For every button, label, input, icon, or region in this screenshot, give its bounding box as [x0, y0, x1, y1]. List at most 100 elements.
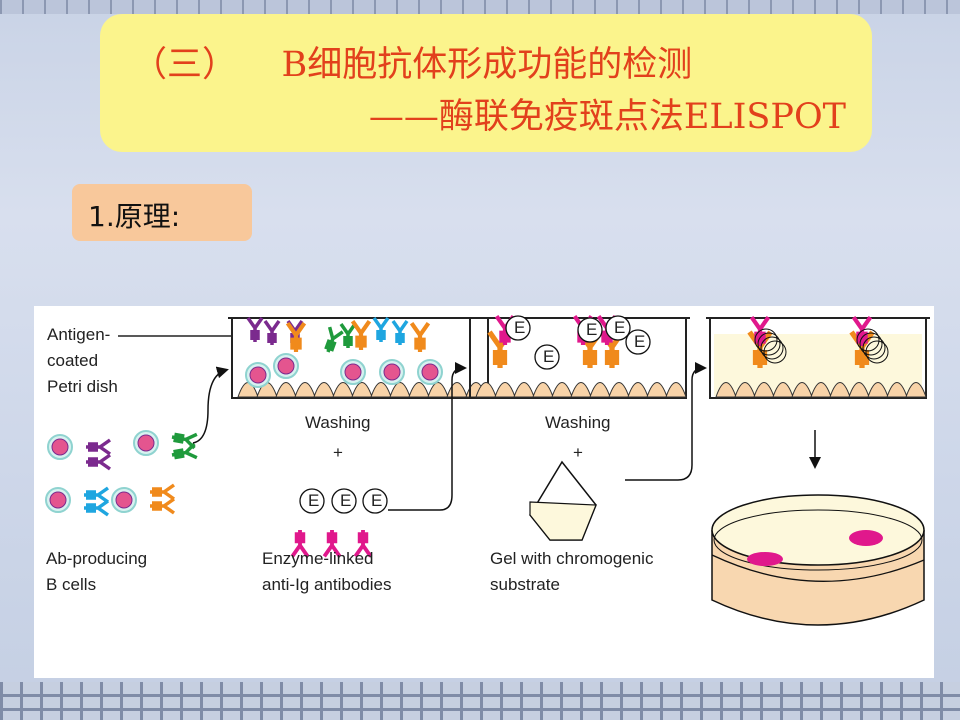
- result-dish-inner: [713, 509, 923, 571]
- antibody-stroke: [171, 432, 198, 450]
- spot-1: [849, 530, 883, 546]
- enzyme-letter: E: [543, 347, 554, 366]
- antibody-stroke: [84, 486, 110, 504]
- antibody-icon: [171, 442, 198, 460]
- antibody-icon: [285, 321, 307, 352]
- enzyme-icon: [505, 315, 531, 341]
- antibody-stroke: [246, 316, 264, 342]
- antigen-bump: [589, 382, 611, 398]
- antibody-stroke: [409, 321, 431, 352]
- antibody-stroke: [86, 438, 112, 456]
- antibody-icon: [290, 530, 310, 558]
- enzyme-icon: [625, 329, 651, 355]
- antibody-icon: [246, 316, 264, 342]
- enzyme-icon: [299, 488, 325, 514]
- enzyme-label-2: anti-Ig antibodies: [262, 575, 391, 594]
- antigen-bump: [905, 382, 927, 398]
- petri-dishes: [228, 317, 930, 399]
- b-cell-nucleus: [51, 438, 69, 456]
- antigen-bump: [532, 382, 554, 398]
- antibody-stroke: [324, 326, 344, 353]
- enzyme-cluster-icon: [763, 340, 787, 364]
- antibody-stroke: [372, 316, 390, 342]
- antigen-bump: [570, 382, 592, 398]
- antigen-bump: [513, 382, 535, 398]
- antigen-bump: [408, 382, 430, 398]
- gel-label-1: Gel with chromogenic: [490, 549, 654, 568]
- petri-label-3: Petri dish: [47, 377, 118, 396]
- enzyme-letter: E: [614, 318, 625, 337]
- antigen-bump: [551, 382, 573, 398]
- antibody-stroke: [350, 319, 372, 350]
- decorative-bottom-border: [0, 682, 960, 720]
- antibody-stroke: [150, 483, 176, 501]
- b-cell-nucleus: [421, 363, 439, 381]
- petri-label-2: coated: [47, 351, 98, 370]
- antibody-stroke: [339, 322, 357, 348]
- antibody-stroke: [322, 530, 342, 558]
- title-line-2: ——酶联免疫斑点法ELISPOT: [368, 97, 846, 137]
- antibody-stroke: [263, 319, 281, 345]
- antigen-bump: [608, 382, 630, 398]
- arrow-to-dish-3: [625, 362, 707, 481]
- antibody-icon: [409, 321, 431, 352]
- plus-sign-2: +: [573, 443, 583, 462]
- enzyme-icon: [362, 488, 388, 514]
- antibody-icon: [339, 322, 357, 348]
- enzyme-letter: E: [340, 491, 351, 510]
- enzyme-cluster-icon: [859, 332, 883, 356]
- b-cell-nucleus: [249, 366, 267, 384]
- arrow-to-dish-2: [388, 362, 467, 511]
- antibody-stroke: [285, 321, 307, 352]
- enzyme-cluster-icon: [754, 328, 778, 352]
- antibody-stroke: [150, 497, 176, 515]
- antigen-bump: [665, 382, 687, 398]
- antibody-icon: [350, 319, 372, 350]
- antibody-icon: [86, 438, 112, 456]
- antibody-icon: [372, 316, 390, 342]
- b-cells-label-2: B cells: [46, 575, 96, 594]
- petri-dish-outline: [228, 317, 492, 399]
- spot-2: [747, 552, 783, 566]
- antibody-icon: [353, 530, 373, 558]
- arrow-to-dish-1: [192, 366, 229, 444]
- antigen-bump: [627, 382, 649, 398]
- antibody-icon: [391, 319, 409, 345]
- b-cell-nucleus: [49, 491, 67, 509]
- antibody-icon: [263, 319, 281, 345]
- antibody-stroke: [391, 319, 409, 345]
- title-box: （三） B细胞抗体形成功能的检测 ——酶联免疫斑点法ELISPOT: [100, 14, 872, 152]
- antibody-icon: [324, 326, 344, 353]
- antibody-stroke: [290, 530, 310, 558]
- enzyme-letter: E: [371, 491, 382, 510]
- enzyme-cluster-icon: [760, 336, 784, 360]
- gel-liquid: [529, 501, 597, 541]
- b-cell-nucleus: [137, 434, 155, 452]
- antibody-icon: [84, 486, 110, 504]
- antigen-bump: [294, 382, 316, 398]
- b-cells-label-1: Ab-producing: [46, 549, 147, 568]
- enzyme-cluster-icon: [865, 340, 889, 364]
- antigen-bump: [446, 382, 468, 398]
- antigen-bump: [275, 382, 297, 398]
- antibody-stroke: [84, 499, 110, 517]
- enzyme-icon: [605, 315, 631, 341]
- antibody-icon: [171, 432, 198, 450]
- antibody-icon: [322, 530, 342, 558]
- b-cell-nucleus: [115, 491, 133, 509]
- enzyme-cluster-icon: [757, 332, 781, 356]
- enzyme-label-1: Enzyme-linked: [262, 549, 374, 568]
- enzyme-icon: [577, 317, 603, 343]
- enzyme-cluster-icon: [856, 328, 880, 352]
- section-label: 1.原理:: [88, 200, 181, 233]
- antigen-bump: [313, 382, 335, 398]
- antibody-icon: [84, 499, 110, 517]
- title-line-1: （三） B细胞抗体形成功能的检测: [132, 45, 693, 85]
- petri-label-1: Antigen-: [47, 325, 110, 344]
- washing-label-1: Washing: [305, 413, 371, 432]
- b-cell-nucleus: [383, 363, 401, 381]
- antibody-icon: [150, 483, 176, 501]
- antibody-icon: [150, 497, 176, 515]
